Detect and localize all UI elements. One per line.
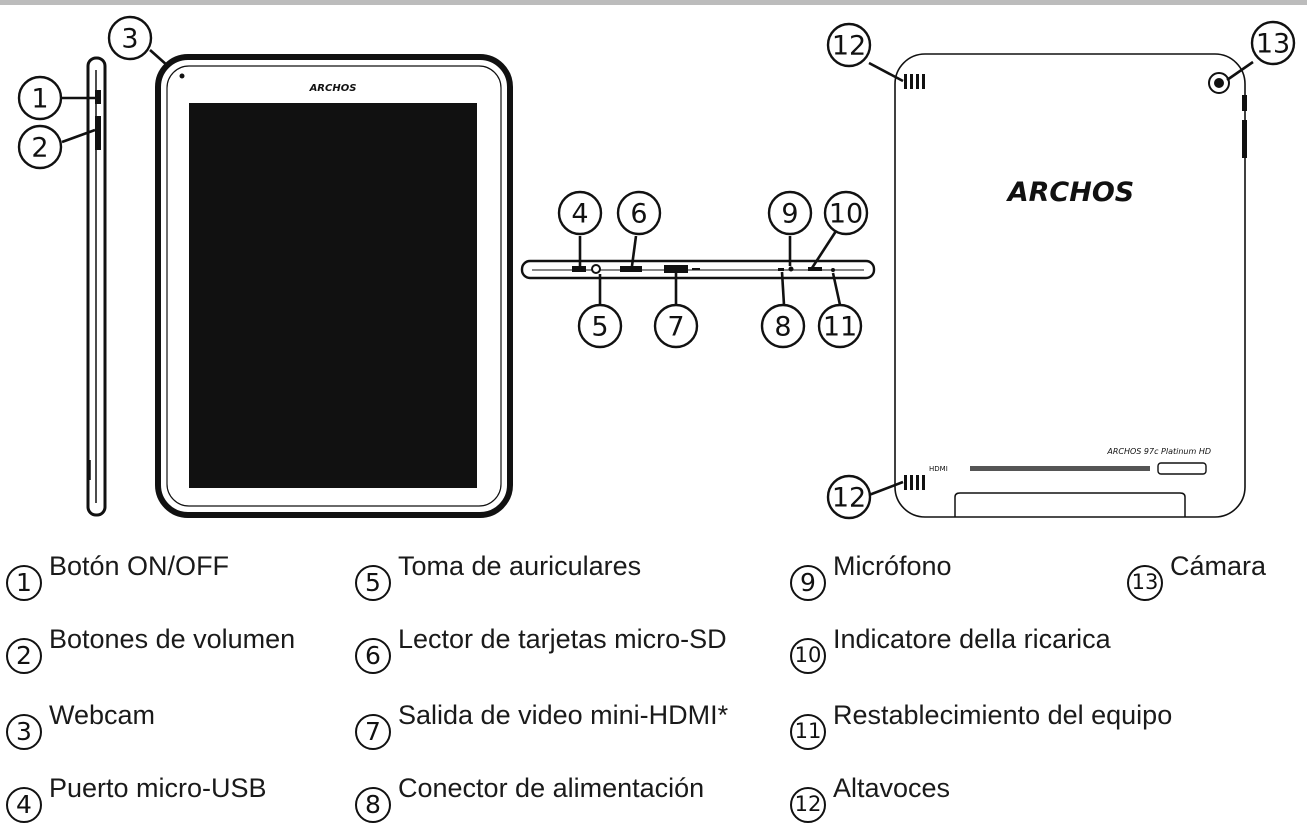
callout-9: 9 <box>767 190 813 236</box>
legend-label: Cámara <box>1170 551 1267 581</box>
callout-5: 5 <box>577 303 623 349</box>
volume-buttons-shape <box>95 116 101 150</box>
webcam-lens <box>179 73 185 79</box>
legend-label: Indicatore della ricarica <box>833 624 1111 654</box>
back-model-text: ARCHOS 97c Platinum HD <box>1106 447 1211 456</box>
svg-text:4: 4 <box>571 199 588 230</box>
legend-number: 12 <box>790 787 826 823</box>
top-divider <box>0 0 1307 5</box>
mini-hdmi-port-shape <box>664 265 688 273</box>
svg-text:2: 2 <box>31 133 48 164</box>
legend-number: 5 <box>355 565 391 601</box>
callout-1: 1 <box>17 75 63 121</box>
legend-number: 4 <box>6 787 42 823</box>
speaker-grille-top <box>904 74 925 89</box>
legend-label: Salida de video mini-HDMI* <box>398 700 729 730</box>
legend-label: Botón ON/OFF <box>49 551 230 581</box>
power-button-shape <box>95 90 101 104</box>
tablet-diagram: 1 2 ARCHOS 3 4 6 5 <box>17 15 1296 520</box>
callout-4: 4 <box>557 190 603 236</box>
back-port-text: HDMI <box>929 465 948 473</box>
svg-text:11: 11 <box>823 312 857 343</box>
callout-10: 10 <box>823 190 869 236</box>
legend-label: Micrófono <box>833 551 952 581</box>
legend-label: Puerto micro-USB <box>49 773 267 803</box>
svg-text:7: 7 <box>667 312 684 343</box>
charge-indicator-shape <box>808 267 822 271</box>
svg-text:3: 3 <box>121 24 138 55</box>
svg-text:6: 6 <box>630 199 647 230</box>
legend-number: 8 <box>355 787 391 823</box>
legend-number: 1 <box>6 565 42 601</box>
legend-label: Lector de tarjetas micro-SD <box>398 624 727 654</box>
legend-number: 9 <box>790 565 826 601</box>
legend-label: Toma de auriculares <box>398 551 642 581</box>
headphone-jack-shape <box>591 264 601 274</box>
callout-3: 3 <box>107 15 153 61</box>
tablet-front-view: ARCHOS <box>155 54 513 518</box>
svg-text:8: 8 <box>774 312 791 343</box>
svg-text:9: 9 <box>781 199 798 230</box>
micro-sd-slot-shape <box>620 266 642 272</box>
callout-7: 7 <box>653 303 699 349</box>
callout-8: 8 <box>760 303 806 349</box>
callout-11: 11 <box>817 303 863 349</box>
legend-label: Altavoces <box>833 773 951 803</box>
legend-label: Webcam <box>49 700 156 730</box>
power-connector-shape <box>778 268 784 271</box>
callout-13: 13 <box>1250 20 1296 66</box>
legend-label: Botones de volumen <box>49 624 296 654</box>
svg-text:13: 13 <box>1256 29 1290 60</box>
back-logo: ARCHOS <box>1006 177 1135 208</box>
svg-text:10: 10 <box>829 199 863 230</box>
kickstand-outline <box>954 492 1186 517</box>
callout-12-bottom: 12 <box>826 474 872 520</box>
front-screen <box>189 103 477 488</box>
tablet-side-view <box>86 56 107 517</box>
callout-6: 6 <box>616 190 662 236</box>
legend-label: Restablecimiento del equipo <box>833 700 1173 730</box>
speaker-grille-bottom <box>904 475 925 490</box>
legend-number: 2 <box>6 638 42 674</box>
legend-number: 11 <box>790 714 826 750</box>
svg-text:12: 12 <box>832 31 866 62</box>
regulatory-marks <box>970 462 1207 475</box>
legend-number: 3 <box>6 714 42 750</box>
legend-number: 7 <box>355 714 391 750</box>
callout-12-top: 12 <box>826 22 872 68</box>
legend-number: 13 <box>1127 565 1163 601</box>
microphone-shape <box>788 266 794 272</box>
legend-label: Conector de alimentación <box>398 773 705 803</box>
tablet-back-view: ARCHOS ARCHOS 97c Platinum HD HDMI <box>894 53 1247 518</box>
tablet-bottom-edge-view <box>520 259 876 280</box>
legend-number: 6 <box>355 638 391 674</box>
svg-text:5: 5 <box>591 312 608 343</box>
micro-usb-port-shape <box>572 266 586 272</box>
callout-2: 2 <box>17 124 63 170</box>
legend-number: 10 <box>790 638 826 674</box>
svg-text:12: 12 <box>832 483 866 514</box>
svg-text:1: 1 <box>31 84 48 115</box>
reset-hole-shape <box>831 268 835 272</box>
front-logo: ARCHOS <box>309 83 357 94</box>
